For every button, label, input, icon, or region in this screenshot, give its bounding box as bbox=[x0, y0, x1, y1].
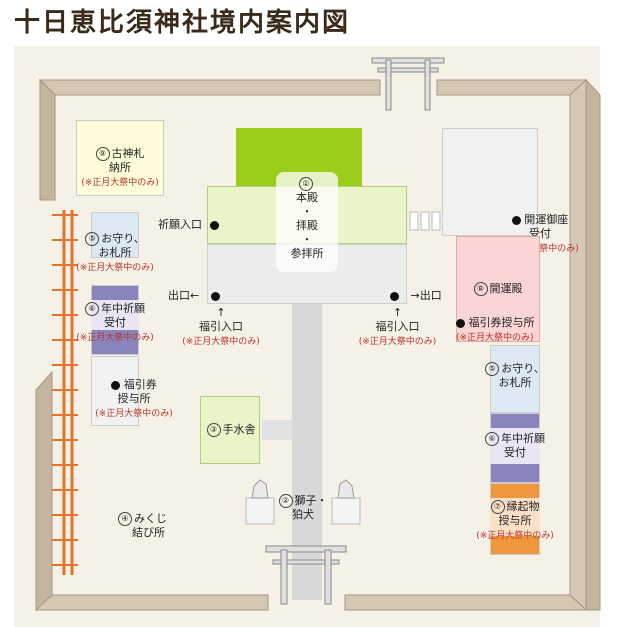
place-1-label[interactable]: ① 本殿 ・ 拝殿 ・ 参拝所 bbox=[290, 177, 324, 260]
exit-left-dot bbox=[210, 291, 220, 301]
kigan-entrance-dot bbox=[209, 220, 219, 230]
place-9-box bbox=[76, 120, 164, 196]
exit-right[interactable]: →出口 bbox=[390, 289, 442, 303]
place-8-box bbox=[456, 236, 540, 342]
fukuken-jyuyo-dot bbox=[456, 318, 465, 328]
komainu-left-icon bbox=[245, 479, 275, 525]
fukubikiken-left-dot bbox=[111, 380, 121, 390]
place-5-right-box bbox=[490, 345, 540, 413]
top-torii-icon bbox=[371, 57, 445, 111]
gray-building bbox=[442, 128, 538, 236]
fukubiki-right[interactable]: ↑ 福引入口 (※正月大祭中のみ) bbox=[358, 306, 437, 347]
kigan-entrance[interactable]: 祈願入口 bbox=[158, 218, 219, 232]
place-1-mark: ① bbox=[299, 177, 313, 191]
exit-left[interactable]: 出口← bbox=[168, 289, 220, 303]
fukuken-jyuyo-label[interactable]: 福引券授与所 (※正月大祭中のみ) bbox=[456, 316, 535, 343]
page-title: 十日恵比須神社境内案内図 bbox=[14, 8, 351, 38]
fukubikiken-left-label[interactable]: 福引券 授与所 (※正月大祭中のみ) bbox=[95, 378, 173, 419]
exit-right-dot bbox=[390, 291, 399, 301]
place-6-left-inner bbox=[91, 300, 139, 330]
fukubikiken-left-box bbox=[91, 356, 139, 426]
kaiun-gozo-dot bbox=[511, 215, 521, 225]
fukubiki-left[interactable]: ↑ 福引入口 (※正月大祭中のみ) bbox=[182, 306, 260, 347]
komainu-right-icon bbox=[331, 479, 361, 525]
place-6-right-inner bbox=[490, 428, 540, 464]
approach-path bbox=[292, 300, 322, 600]
bottom-torii-icon bbox=[265, 545, 347, 605]
